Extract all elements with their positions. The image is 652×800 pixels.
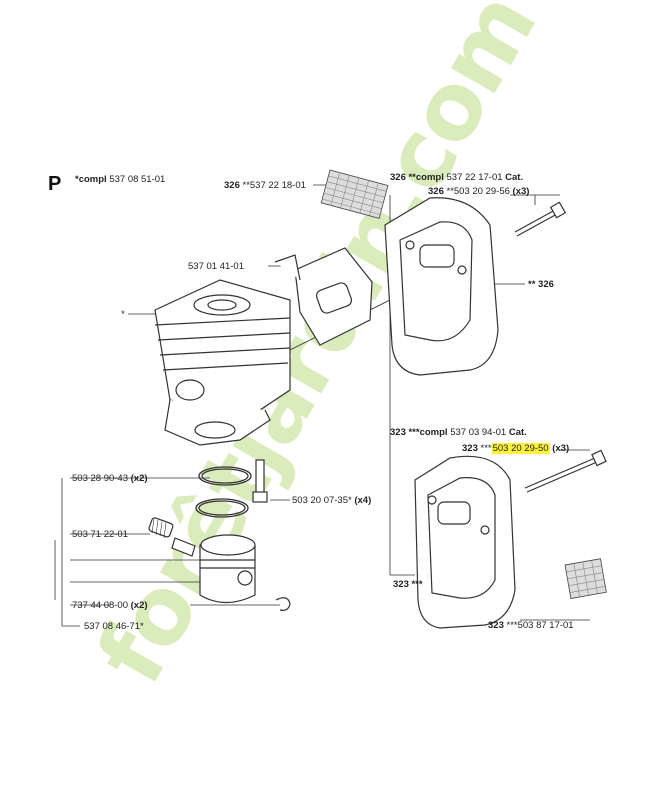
muffler-326-drawing xyxy=(384,197,499,376)
stars: *** xyxy=(480,443,492,454)
gasket-drawing xyxy=(274,247,373,346)
label-bearing: 503 71 22-01 xyxy=(72,529,128,540)
part-number: 537 08 51-01 xyxy=(109,174,166,185)
ref-number: 323 xyxy=(462,443,478,454)
part-number: **537 22 18-01 xyxy=(242,180,306,191)
ref-number: 326 xyxy=(224,180,240,191)
ref-number: 323 *** xyxy=(393,579,423,590)
label-screen-323: 323 ***503 87 17-01 xyxy=(488,620,574,631)
ref-number: 326 xyxy=(428,186,444,197)
compl-prefix: 326 **compl xyxy=(390,172,444,183)
part-number: **503 20 29-56 xyxy=(446,186,510,197)
label-cylinder-star: * xyxy=(121,309,125,320)
quantity: (x3) xyxy=(512,186,530,197)
quantity: (x3) xyxy=(552,443,570,454)
label-cylinder-compl: *compl 537 08 51-01 xyxy=(75,174,165,185)
quantity: (x2) xyxy=(130,600,148,611)
cat-tag: Cat. xyxy=(508,427,527,438)
stud-drawing xyxy=(252,459,268,503)
circlip-drawing xyxy=(275,597,291,611)
label-screen-326: 326 **537 22 18-01 xyxy=(224,180,306,191)
label-muffler-323-compl: 323 ***compl 537 03 94-01 Cat. xyxy=(390,427,527,438)
bearing-drawing xyxy=(148,517,196,557)
compl-prefix: *compl xyxy=(75,174,107,185)
highlighted-part-number: 503 20 29-50 xyxy=(491,443,550,454)
compl-prefix: 323 ***compl xyxy=(390,427,448,438)
label-piston-ring: 503 28 90-43 (x2) xyxy=(72,473,148,484)
quantity: (x2) xyxy=(130,473,148,484)
label-piston: 537 08 46-71* xyxy=(84,621,144,632)
part-number: 503 28 90-43 xyxy=(72,473,128,484)
label-circlip: 737 44 08-00 (x2) xyxy=(72,600,148,611)
piston-rings-drawing xyxy=(195,466,252,518)
piston-drawing xyxy=(199,534,256,604)
label-stud: 503 20 07-35* (x4) xyxy=(292,495,371,506)
cat-tag: Cat. xyxy=(505,172,524,183)
label-gasket: 537 01 41-01 xyxy=(188,261,244,272)
label-bolt-323: 323 ***503 20 29-50 (x3) xyxy=(462,443,569,454)
label-muffler-326-compl: 326 **compl 537 22 17-01 Cat. xyxy=(390,172,523,183)
cylinder-drawing xyxy=(154,279,291,446)
bolt-326-drawing xyxy=(514,201,567,237)
ref-number: 323 xyxy=(488,620,504,631)
screen-323-drawing xyxy=(564,558,607,599)
quantity: (x4) xyxy=(354,495,372,506)
bolt-323-drawing xyxy=(524,449,607,493)
part-number: 737 44 08-00 xyxy=(72,600,128,611)
part-number: 537 03 94-01 xyxy=(450,427,507,438)
part-number: ***503 87 17-01 xyxy=(506,620,574,631)
part-number: 503 20 07-35* xyxy=(292,495,352,506)
label-bolt-326: 326 **503 20 29-56 (x3) xyxy=(428,186,529,197)
label-muffler-323: 323 *** xyxy=(393,579,423,590)
ref-number: ** 326 xyxy=(528,279,554,290)
label-muffler-326: ** 326 xyxy=(528,279,554,290)
section-letter: P xyxy=(48,173,62,195)
screen-326-drawing xyxy=(320,169,389,219)
part-number: 537 22 17-01 xyxy=(446,172,503,183)
muffler-323-drawing xyxy=(414,455,516,629)
